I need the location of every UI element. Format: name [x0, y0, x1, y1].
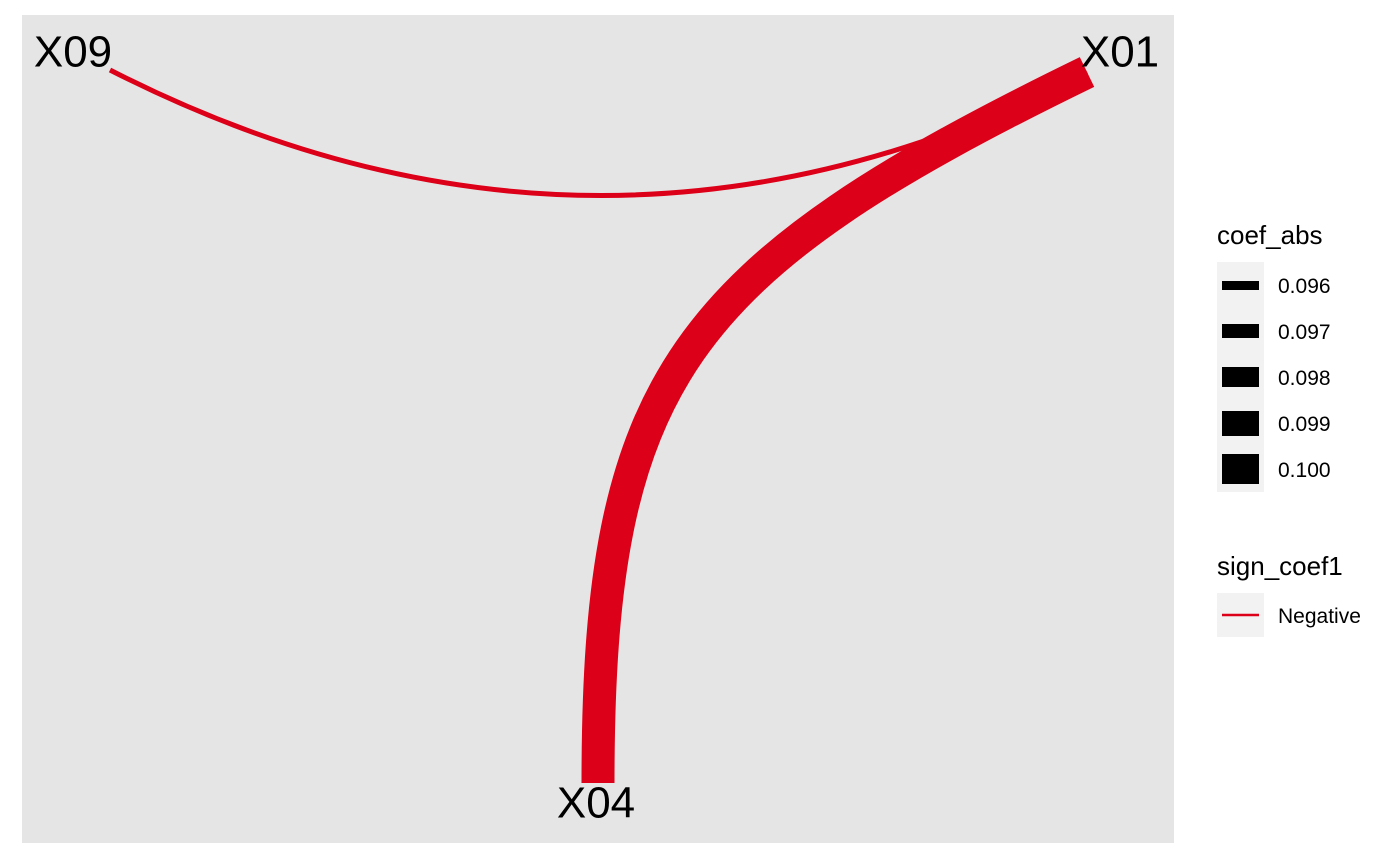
node-label-x09: X09 — [34, 28, 112, 77]
legend-width-item: 0.098 — [1222, 367, 1331, 390]
legend-color-label: Negative — [1278, 605, 1361, 628]
legend-width-swatch — [1222, 454, 1259, 484]
legend-width-label: 0.096 — [1278, 275, 1331, 298]
legend-width-swatch — [1222, 324, 1259, 338]
legend-width-item: 0.097 — [1222, 321, 1331, 344]
legend-width-label: 0.098 — [1278, 367, 1331, 390]
legend-width-item: 0.100 — [1222, 454, 1331, 484]
legend-width-label: 0.100 — [1278, 459, 1331, 482]
legend-width-item: 0.096 — [1222, 275, 1331, 298]
legend-title-sign-coef1: sign_coef1 — [1217, 551, 1343, 581]
legend-coef-abs: coef_abs 0.096 0.097 0.098 0.099 0.100 — [1217, 220, 1331, 492]
legend-width-item: 0.099 — [1222, 411, 1331, 436]
legend-width-swatch — [1222, 367, 1259, 387]
legend-width-label: 0.097 — [1278, 321, 1331, 344]
legend-title-coef-abs: coef_abs — [1217, 220, 1323, 250]
node-label-x04: X04 — [557, 779, 635, 828]
edge-x01-x04 — [581, 57, 1095, 784]
node-label-x01: X01 — [1081, 28, 1159, 77]
legend-width-swatch — [1222, 281, 1259, 290]
legend-sign-coef1: sign_coef1 Negative — [1217, 551, 1361, 637]
legend-width-swatch — [1222, 411, 1259, 436]
legend-width-label: 0.099 — [1278, 413, 1331, 436]
node-labels: X09 X01 X04 — [34, 28, 1159, 828]
edges-layer — [108, 57, 1095, 784]
